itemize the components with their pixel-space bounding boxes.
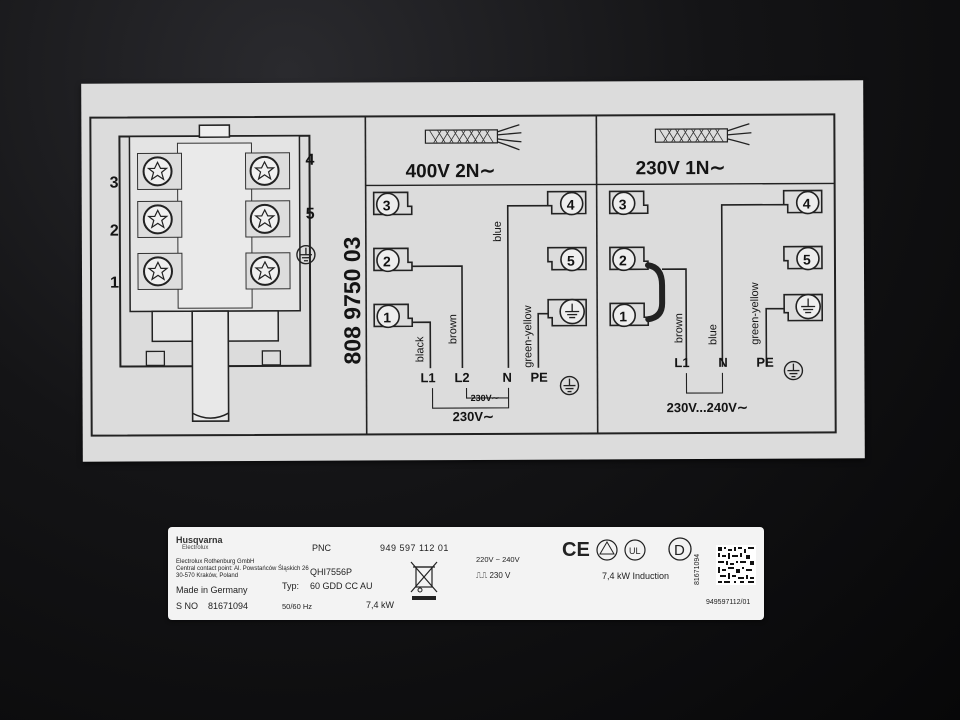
terminal-3-icon: 3 xyxy=(372,191,413,217)
terminal-screw-3 xyxy=(136,152,183,190)
d-mark-icon: D xyxy=(668,537,692,561)
terminal-2-icon: 2 xyxy=(373,247,413,273)
brand-sub: Electrolux xyxy=(182,545,209,551)
wire-label-green-yellow: green-yellow xyxy=(522,305,534,367)
part-number: 808 9750 03 xyxy=(339,237,366,365)
voltage-label-230: 230V...240V∼ xyxy=(667,400,748,415)
voltage-inner-label: 230V∼ xyxy=(471,393,500,403)
datamatrix-barcode-icon xyxy=(716,545,756,585)
terminal-4-icon-230: 4 xyxy=(782,189,823,215)
sticker-border xyxy=(89,113,837,437)
manufacturer-line-2: Central contact point: Al. Powstańców Śl… xyxy=(176,566,309,572)
terminal-screw-1 xyxy=(137,252,183,290)
conn-pe-230: PE xyxy=(756,355,774,370)
svg-text:3: 3 xyxy=(383,197,391,213)
svg-text:4: 4 xyxy=(567,197,575,213)
barcode-caption: 949597112/01 xyxy=(706,599,751,606)
power: 7,4 kW xyxy=(366,600,395,610)
conn-l1-230: L1 xyxy=(674,355,689,370)
manufacturer-line-3: 30-570 Kraków, Poland xyxy=(176,573,239,579)
voltage-range: 220V ~ 240V xyxy=(476,555,520,564)
terminal-screw-5 xyxy=(245,200,291,238)
wiring-diagram: 3 2 1 4 5 808 9750 03 400V 2N∼ 3 2 1 xyxy=(89,113,837,437)
sno-label: S NO xyxy=(176,601,199,611)
ground-symbol-icon xyxy=(296,245,316,265)
terminal-screw-4 xyxy=(244,152,291,190)
terminal-1-icon-230: 1 xyxy=(609,302,650,328)
pnc-value: 949 597 112 01 xyxy=(380,543,449,553)
terminal-block: 3 2 1 4 5 xyxy=(110,124,316,423)
svg-text:2: 2 xyxy=(383,253,391,269)
manufacturer-line-1: Electrolux Rothenburg GmbH xyxy=(176,559,255,565)
ul-mark-icon: UL xyxy=(624,539,646,561)
pnc-label: PNC xyxy=(312,543,332,553)
model: QHI7556P xyxy=(310,567,353,577)
svg-text:D: D xyxy=(674,542,685,559)
block-number-5: 5 xyxy=(306,206,315,223)
terminal-3-icon-230: 3 xyxy=(608,190,649,216)
wire-label-blue-230: blue xyxy=(707,324,719,345)
terminal-screw-2 xyxy=(137,200,183,238)
wire-label-green-yellow-230: green-yellow xyxy=(749,282,761,344)
wire-label-black: black xyxy=(414,336,426,362)
typ-value: 60 GDD CC AU xyxy=(310,581,373,591)
voltage-outer-label: 230V∼ xyxy=(453,409,494,424)
svg-text:3: 3 xyxy=(619,196,627,212)
brand-logo: Husqvarna xyxy=(176,535,223,545)
terminal-5-icon: 5 xyxy=(547,246,587,272)
typ-label: Typ: xyxy=(282,581,300,591)
pe-ground-icon xyxy=(559,375,580,396)
terminal-2-icon-230: 2 xyxy=(609,246,649,272)
svg-text:1: 1 xyxy=(619,308,627,324)
ce-mark-icon: CE xyxy=(562,539,590,561)
terminal-pe-icon-230 xyxy=(783,293,824,322)
safety-mark-icon xyxy=(596,539,618,561)
terminal-pe-icon xyxy=(547,298,588,327)
svg-text:1: 1 xyxy=(383,309,391,325)
serial-vertical: 81671094 xyxy=(694,553,701,585)
svg-text:5: 5 xyxy=(803,252,811,268)
wire-label-brown-230: brown xyxy=(673,313,685,343)
pe-ground-icon-230 xyxy=(783,360,804,381)
frequency: 50/60 Hz xyxy=(282,602,313,611)
wire-label-brown: brown xyxy=(447,314,459,344)
panel-400v-title: 400V 2N∼ xyxy=(406,161,496,182)
wiring-diagram-sticker: 3 2 1 4 5 808 9750 03 400V 2N∼ 3 2 1 xyxy=(81,80,865,462)
block-number-3: 3 xyxy=(110,175,119,192)
terminal-screw-pe xyxy=(245,252,291,290)
svg-text:UL: UL xyxy=(629,546,641,556)
panel-230v-title: 230V 1N∼ xyxy=(636,158,726,179)
cable-icon xyxy=(191,310,230,423)
sno-value: 81671094 xyxy=(208,601,249,611)
bridge-link xyxy=(644,262,666,323)
panel-400v: 400V 2N∼ 3 2 1 4 5 xyxy=(372,124,588,424)
weee-bin-icon xyxy=(410,561,438,600)
voltage-nominal-row: ⎍⎍ 230 V xyxy=(476,571,511,580)
conn-l1: L1 xyxy=(420,370,435,385)
svg-text:4: 4 xyxy=(803,196,811,212)
svg-text:2: 2 xyxy=(619,252,627,268)
block-number-1: 1 xyxy=(110,275,119,292)
wire-label-blue: blue xyxy=(492,221,504,242)
terminal-5-icon-230: 5 xyxy=(783,245,823,271)
conn-n: N xyxy=(502,370,511,385)
conn-n-230: N xyxy=(718,355,727,370)
block-number-4: 4 xyxy=(305,152,314,169)
terminal-1-icon: 1 xyxy=(373,303,414,329)
panel-230v: 230V 1N∼ 3 2 1 4 5 xyxy=(608,123,824,415)
block-number-2: 2 xyxy=(110,223,119,240)
conn-pe: PE xyxy=(530,370,548,385)
conn-l2: L2 xyxy=(454,370,469,385)
terminal-4-icon: 4 xyxy=(546,190,587,216)
made-in: Made in Germany xyxy=(176,585,248,595)
rating-plate: Husqvarna Electrolux Electrolux Rothenbu… xyxy=(168,527,764,620)
rated-power: 7,4 kW Induction xyxy=(602,571,670,581)
svg-text:5: 5 xyxy=(567,253,575,269)
